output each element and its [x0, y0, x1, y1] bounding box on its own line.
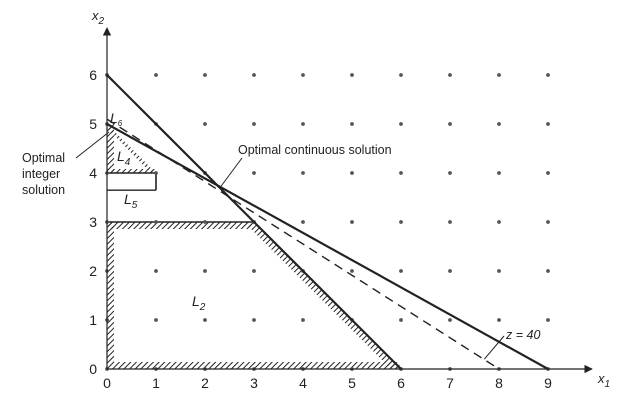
- lattice-point: [448, 122, 452, 126]
- optimal-integer-label-2: integer: [22, 167, 60, 181]
- lattice-point: [252, 73, 256, 77]
- constraint-line-1: [106, 74, 402, 370]
- lattice-point: [203, 318, 207, 322]
- lattice-point: [252, 269, 256, 273]
- lattice-point: [546, 318, 550, 322]
- lattice-point: [448, 269, 452, 273]
- objective-value-leader: [483, 335, 505, 360]
- lattice-point: [448, 171, 452, 175]
- lattice-point: [399, 220, 403, 224]
- lattice-point: [154, 73, 158, 77]
- constraint-line-2: [106, 123, 549, 370]
- lattice-point: [399, 122, 403, 126]
- lattice-point: [399, 171, 403, 175]
- lattice-point: [350, 269, 354, 273]
- lattice-point: [497, 73, 501, 77]
- x-axis-tick-labels: 0 1 2 3 4 5 6 7 8 9: [103, 375, 552, 391]
- objective-line-z40: [106, 118, 500, 370]
- lattice-point: [301, 73, 305, 77]
- y-axis-label: x2: [91, 8, 105, 27]
- hatch-l4-left: [107, 124, 114, 173]
- lattice-point: [399, 73, 403, 77]
- x-tick-label: 3: [250, 375, 258, 391]
- region-label-l2: L2: [192, 293, 206, 313]
- lattice-point: [546, 73, 550, 77]
- lattice-point: [546, 220, 550, 224]
- x-tick-label: 4: [299, 375, 307, 391]
- lattice-point: [252, 122, 256, 126]
- optimal-integer-label-1: Optimal: [22, 151, 65, 165]
- lattice-point: [203, 122, 207, 126]
- y-axis-tick-labels: 0 1 2 3 4 5 6: [89, 67, 97, 377]
- y-tick-label: 1: [89, 312, 97, 328]
- region-label-l5: L5: [124, 191, 138, 211]
- y-tick-label: 2: [89, 263, 97, 279]
- lattice-point: [203, 269, 207, 273]
- lattice-point: [497, 171, 501, 175]
- lattice-point: [301, 220, 305, 224]
- lattice-point: [546, 171, 550, 175]
- optimal-integer-leader: [75, 131, 110, 159]
- hatch-l2-top: [107, 222, 254, 229]
- y-tick-label: 4: [89, 165, 97, 181]
- hatch-l2-left: [107, 222, 114, 362]
- lattice-point: [497, 269, 501, 273]
- lattice-point: [203, 220, 207, 224]
- x-tick-label: 8: [495, 375, 503, 391]
- optimal-integer-label-3: solution: [22, 183, 65, 197]
- lattice-point: [497, 318, 501, 322]
- x-tick-label: 6: [397, 375, 405, 391]
- x-axis-label: x1: [597, 371, 610, 390]
- hatch-l4-bottom: [107, 169, 156, 173]
- hatch-l4-diagonal: [107, 124, 156, 173]
- lattice-point: [448, 318, 452, 322]
- region-label-l6: L6: [110, 110, 123, 128]
- region-label-l4: L4: [117, 148, 131, 168]
- hatch-l2-diagonal: [246, 222, 401, 369]
- x-tick-label: 0: [103, 375, 111, 391]
- lattice-point: [497, 220, 501, 224]
- y-tick-label: 0: [89, 361, 97, 377]
- lattice-point: [546, 269, 550, 273]
- lattice-point: [154, 269, 158, 273]
- y-tick-label: 6: [89, 67, 97, 83]
- lattice-point: [350, 220, 354, 224]
- lattice-point: [399, 318, 403, 322]
- lattice-point: [252, 318, 256, 322]
- hatch-l2-bottom: [107, 362, 401, 369]
- lattice-point: [252, 171, 256, 175]
- lattice-point: [203, 73, 207, 77]
- x-tick-label: 2: [201, 375, 209, 391]
- feasible-region-hatching: [107, 124, 401, 369]
- x-tick-label: 9: [544, 375, 552, 391]
- objective-value-label: z = 40: [505, 328, 540, 342]
- x-tick-label: 7: [446, 375, 454, 391]
- lattice-point: [350, 73, 354, 77]
- lattice-point: [350, 122, 354, 126]
- lattice-point: [350, 171, 354, 175]
- lattice-point: [154, 220, 158, 224]
- optimal-continuous-leader: [219, 157, 243, 188]
- y-tick-label: 5: [89, 116, 97, 132]
- lattice-point: [154, 318, 158, 322]
- lattice-point: [497, 122, 501, 126]
- lattice-point: [399, 269, 403, 273]
- lattice-point: [448, 220, 452, 224]
- y-tick-label: 3: [89, 214, 97, 230]
- optimal-continuous-label: Optimal continuous solution: [238, 143, 392, 157]
- lattice-point: [546, 122, 550, 126]
- lattice-point: [154, 171, 158, 175]
- x-tick-label: 5: [348, 375, 356, 391]
- lattice-point: [301, 171, 305, 175]
- lattice-point: [301, 318, 305, 322]
- lattice-point: [301, 122, 305, 126]
- lattice-point: [448, 73, 452, 77]
- x-tick-label: 1: [152, 375, 160, 391]
